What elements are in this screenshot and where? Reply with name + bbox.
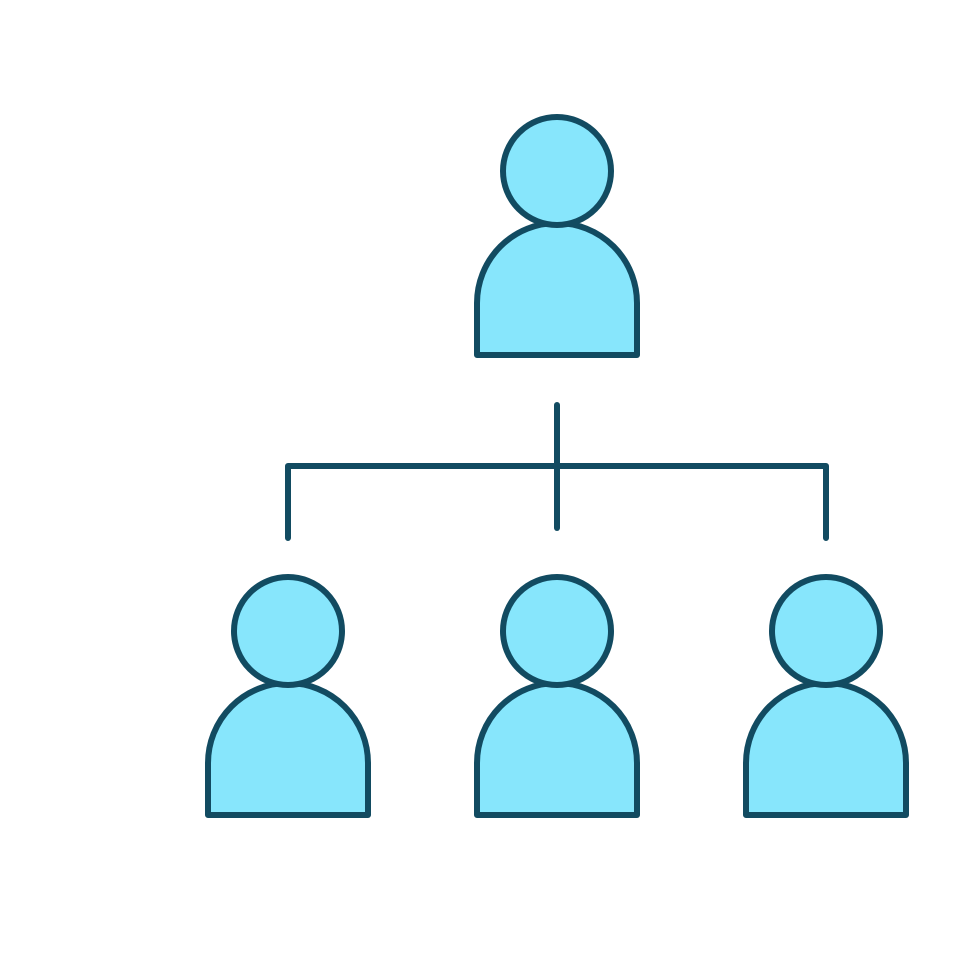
person-icon-child-2: [474, 574, 640, 818]
connector-horizontal: [285, 463, 829, 541]
person-head: [500, 574, 614, 688]
person-head: [500, 114, 614, 228]
person-body: [205, 680, 371, 818]
person-head: [231, 574, 345, 688]
person-head: [769, 574, 883, 688]
person-body: [474, 220, 640, 358]
person-body: [474, 680, 640, 818]
person-icon-child-1: [205, 574, 371, 818]
person-icon-child-3: [743, 574, 909, 818]
person-icon-top: [474, 114, 640, 358]
person-body: [743, 680, 909, 818]
connector-lines: [285, 402, 829, 541]
